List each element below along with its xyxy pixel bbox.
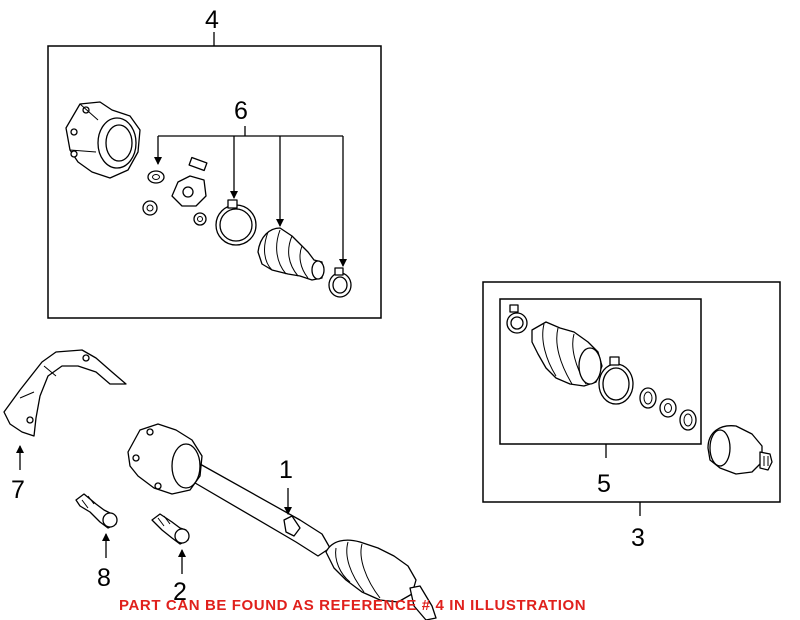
callout-3: 3: [631, 524, 645, 552]
ref-4-box: [47, 45, 382, 319]
callout-7: 7: [11, 476, 25, 504]
box5-cv-boot: [531, 321, 603, 387]
inner-race-cage: [142, 156, 208, 226]
callout-2: 2: [173, 578, 187, 606]
snap-ring: [147, 170, 165, 184]
box5-small-clamp: [506, 304, 528, 334]
reference-note: PART CAN BE FOUND AS REFERENCE # 4 IN IL…: [119, 597, 586, 614]
boot-clamp-small: [328, 267, 352, 298]
callout-5: 5: [597, 470, 611, 498]
callout-4: 4: [205, 6, 219, 34]
boot-clamp-large: [215, 199, 257, 246]
bolt-8: [75, 493, 118, 529]
heat-shield: [3, 349, 127, 437]
box5-ring-3: [679, 409, 697, 431]
box5-large-clamp: [598, 356, 634, 405]
callout-8: 8: [97, 564, 111, 592]
inner-cv-joint-kit-group: 5 3: [482, 281, 781, 552]
inner-cv-joint: [707, 425, 773, 475]
callout-6: 6: [234, 97, 248, 125]
box5-ring-1: [639, 387, 657, 409]
outer-cv-joint-kit-group: 4: [47, 6, 382, 319]
cv-boot: [257, 227, 325, 281]
bolt-2: [151, 513, 190, 545]
axle-shaft: [127, 423, 437, 620]
callout-1: 1: [279, 456, 293, 484]
outer-cv-joint-housing: [65, 101, 141, 179]
box5-ring-2: [659, 398, 677, 418]
